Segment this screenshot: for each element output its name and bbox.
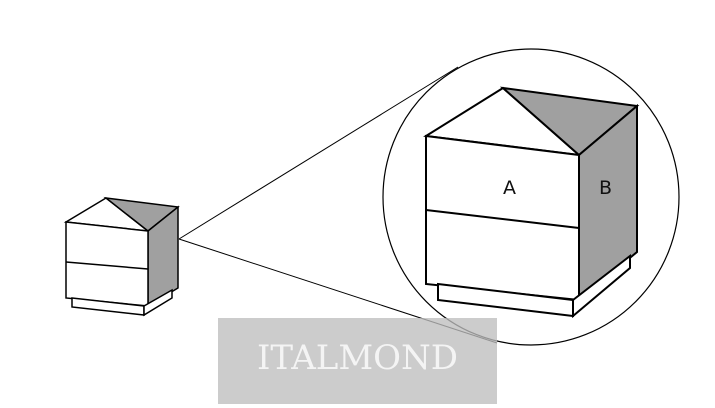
face-label-b: B	[599, 177, 612, 199]
watermark-text: ITALMOND	[256, 338, 459, 378]
large-cabinet	[423, 86, 640, 319]
face-label-a: A	[503, 177, 516, 199]
small-cabinet-drawer-line	[65, 261, 149, 270]
large-cabinet-base-side	[572, 253, 631, 319]
small-cabinet	[63, 196, 180, 317]
large-cabinet-drawer-line	[425, 209, 580, 229]
small-cabinet-base-side	[143, 288, 173, 317]
watermark-box	[218, 318, 497, 404]
zoom-line-top	[178, 66, 459, 240]
small-cabinet-front	[65, 221, 149, 307]
